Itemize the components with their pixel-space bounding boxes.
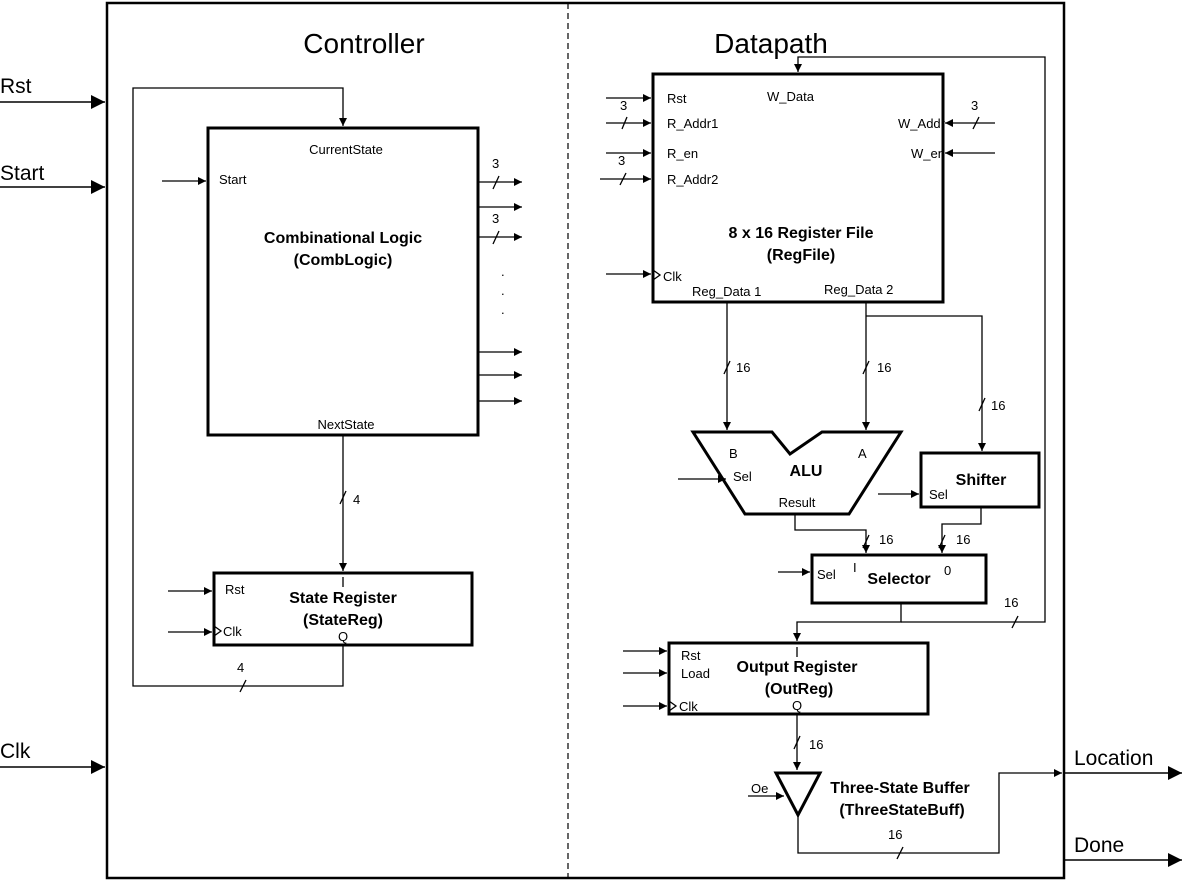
start-input: Start [0, 162, 105, 194]
result-pin: Result [779, 495, 816, 510]
done-label: Done [1074, 834, 1124, 857]
r-addr2-pin: R_Addr2 [667, 172, 718, 187]
bus-width-label: 3 [492, 156, 499, 171]
current-state-pin: CurrentState [309, 142, 383, 157]
output-register-block: Rst Load Output Register (OutReg) Clk Q [667, 641, 930, 716]
continuation-dot: . [501, 264, 505, 279]
load-pin: Load [681, 666, 710, 681]
state-reg-subtitle: (StateReg) [303, 612, 383, 629]
clk-pin: Clk [223, 624, 242, 639]
datapath-heading: Datapath [714, 28, 828, 59]
done-output: Done [1064, 834, 1182, 867]
location-label: Location [1074, 747, 1153, 770]
rst-label: Rst [0, 75, 32, 98]
bus-width-label: 4 [353, 492, 360, 507]
clk-pin: Clk [679, 699, 698, 714]
regfile-title: 8 x 16 Register File [729, 225, 874, 242]
sel-pin: Sel [817, 567, 836, 582]
comb-logic-title: Combinational Logic [264, 230, 422, 247]
rst-pin: Rst [667, 91, 687, 106]
shifter-title: Shifter [956, 472, 1007, 489]
clock-pin-symbol [213, 625, 223, 637]
bus-width-label: 4 [237, 660, 244, 675]
bus-width-label: 16 [991, 398, 1005, 413]
sel-pin: Sel [929, 487, 948, 502]
comb-logic-outputs: 3 3 . . . [478, 156, 522, 405]
buffer-output-bus [797, 769, 1062, 854]
reg-data2-pin: Reg_Data 2 [824, 282, 893, 297]
reg-data1-pin: Reg_Data 1 [692, 284, 761, 299]
system-boundary [105, 1, 1066, 880]
alu-block: B A ALU Sel Result [690, 430, 904, 516]
sel-pin: Sel [733, 469, 752, 484]
state-feedback-wire [132, 87, 347, 687]
write-data-feedback-bus [794, 56, 1046, 623]
clk-pin: Clk [663, 269, 682, 284]
selector-input-1: I [853, 560, 857, 575]
alu-result-bus [794, 514, 870, 553]
alu-title: ALU [790, 463, 823, 480]
register-file-block: Rst W_Data R_Addr1 R_en R_Addr2 W_Addr W… [651, 72, 946, 304]
w-data-pin: W_Data [767, 89, 815, 104]
buffer-title: Three-State Buffer [830, 780, 970, 797]
start-label: Start [0, 162, 45, 185]
state-register-block: Rst State Register (StateReg) Clk Q [212, 571, 474, 647]
q-pin: Q [792, 698, 802, 713]
rst-pin: Rst [681, 648, 701, 663]
bus-width-label: 16 [877, 360, 891, 375]
bus-width-label: 16 [1004, 595, 1018, 610]
selector-block: Sel I 0 Selector [810, 553, 988, 605]
continuation-dot: . [501, 283, 505, 298]
w-addr-pin: W_Addr [898, 116, 946, 131]
clk-label: Clk [0, 740, 31, 763]
bus-width-label: 3 [492, 211, 499, 226]
w-en-pin: W_en [911, 146, 945, 161]
selector-output-bus [793, 603, 902, 641]
clock-pin-symbol [668, 700, 678, 712]
clock-pin-symbol [652, 269, 662, 281]
r-addr1-pin: R_Addr1 [667, 116, 718, 131]
shifter-block: Shifter Sel [919, 451, 1041, 509]
oe-pin: Oe [751, 781, 768, 796]
b-pin: B [729, 446, 738, 461]
regfile-subtitle: (RegFile) [767, 247, 835, 264]
state-reg-title: State Register [289, 590, 397, 607]
selector-input-0: 0 [944, 563, 951, 578]
bus-width-label: 3 [618, 153, 625, 168]
next-state-pin: NextState [317, 417, 374, 432]
bus-width-label: 16 [956, 532, 970, 547]
out-reg-title: Output Register [737, 659, 858, 676]
controller-heading: Controller [303, 28, 424, 59]
r-en-pin: R_en [667, 146, 698, 161]
q-pin: Q [338, 629, 348, 644]
location-output: Location [1064, 747, 1182, 780]
combinational-logic-block: CurrentState Start Combinational Logic (… [206, 126, 480, 437]
shifter-output-bus [938, 507, 982, 553]
bus-width-label: 3 [971, 98, 978, 113]
selector-title: Selector [867, 571, 930, 588]
start-pin: Start [219, 172, 247, 187]
buffer-subtitle: (ThreeStateBuff) [839, 802, 964, 819]
out-reg-subtitle: (OutReg) [765, 681, 833, 698]
bus-width-label: 16 [809, 737, 823, 752]
bus-width-label: 16 [888, 827, 902, 842]
bus-width-label: 16 [879, 532, 893, 547]
bus-width-label: 16 [736, 360, 750, 375]
continuation-dot: . [501, 302, 505, 317]
comb-logic-subtitle: (CombLogic) [294, 252, 393, 269]
a-pin: A [858, 446, 867, 461]
clk-input: Clk [0, 740, 105, 774]
rst-pin: Rst [225, 582, 245, 597]
three-state-buffer-block: Oe Three-State Buffer (ThreeStateBuff) [751, 771, 970, 819]
rst-input: Rst [0, 75, 105, 109]
bus-width-label: 3 [620, 98, 627, 113]
